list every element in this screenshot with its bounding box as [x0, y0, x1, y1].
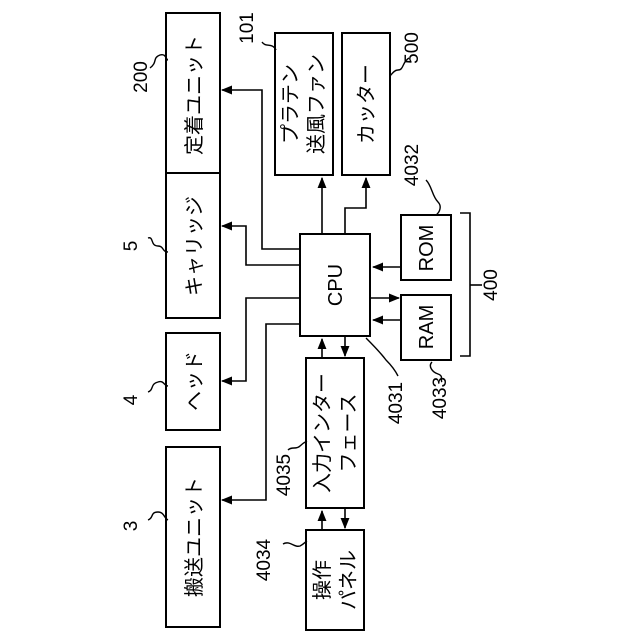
input-interface-label-line2: フェース — [338, 394, 360, 473]
ref-memory-group: 400 — [481, 269, 502, 301]
carriage-label: キャリッジ — [184, 196, 206, 296]
cpu-block: CPU — [300, 234, 370, 336]
platen-fan-block: プラテン 送風ファン — [275, 33, 333, 175]
platen-fan-label-line1: プラテン — [280, 64, 302, 144]
rom-block: ROM — [401, 215, 451, 280]
ref-transport-unit: 3 — [121, 521, 142, 532]
cutter-label: カッター — [355, 64, 378, 144]
ref-fixing-unit: 200 — [131, 61, 152, 93]
memory-group-bracket — [460, 213, 470, 356]
transport-unit-block: 搬送ユニット — [166, 447, 220, 627]
carriage-block: キャリッジ — [166, 173, 220, 318]
ref-operation-panel-leader — [283, 541, 307, 546]
ref-head: 4 — [121, 394, 142, 405]
ref-operation-panel: 4034 — [254, 538, 275, 581]
cpu-to-cutter-arrow — [345, 178, 366, 234]
cutter-block: カッター — [342, 33, 390, 175]
platen-fan-label-line2: 送風ファン — [305, 54, 328, 154]
fixing-unit-block: 定着ユニット — [166, 13, 220, 178]
ref-cutter: 500 — [402, 32, 423, 64]
head-label: ヘッド — [184, 351, 206, 411]
ref-platen-fan: 101 — [237, 12, 258, 44]
rom-label: ROM — [416, 225, 438, 272]
cpu-to-head-arrow — [222, 298, 300, 381]
ram-label: RAM — [416, 305, 438, 349]
transport-unit-label: 搬送ユニット — [183, 477, 206, 597]
ref-cutter-leader — [390, 58, 409, 76]
operation-panel-label-line1: 操作 — [311, 560, 334, 600]
ram-block: RAM — [401, 295, 451, 360]
fixing-unit-label: 定着ユニット — [183, 35, 206, 155]
ref-rom-leader — [426, 180, 440, 215]
ref-cpu-leader — [366, 338, 398, 376]
input-interface-label-line1: 入力インター — [311, 373, 334, 493]
cpu-label: CPU — [325, 264, 347, 306]
ref-platen-fan-leader — [262, 42, 276, 50]
ref-input-interface: 4035 — [274, 454, 295, 496]
input-interface-block: 入力インター フェース — [306, 358, 364, 508]
ref-ram: 4033 — [430, 377, 451, 419]
ref-cpu: 4031 — [386, 382, 407, 424]
ref-rom: 4032 — [402, 144, 423, 186]
operation-panel-block: 操作 パネル — [306, 530, 364, 630]
ref-input-interface-leader — [288, 441, 307, 450]
head-block: ヘッド — [166, 333, 220, 430]
operation-panel-label-line2: パネル — [338, 550, 360, 610]
cpu-to-carriage-arrow — [222, 226, 300, 265]
ref-carriage: 5 — [121, 241, 142, 252]
